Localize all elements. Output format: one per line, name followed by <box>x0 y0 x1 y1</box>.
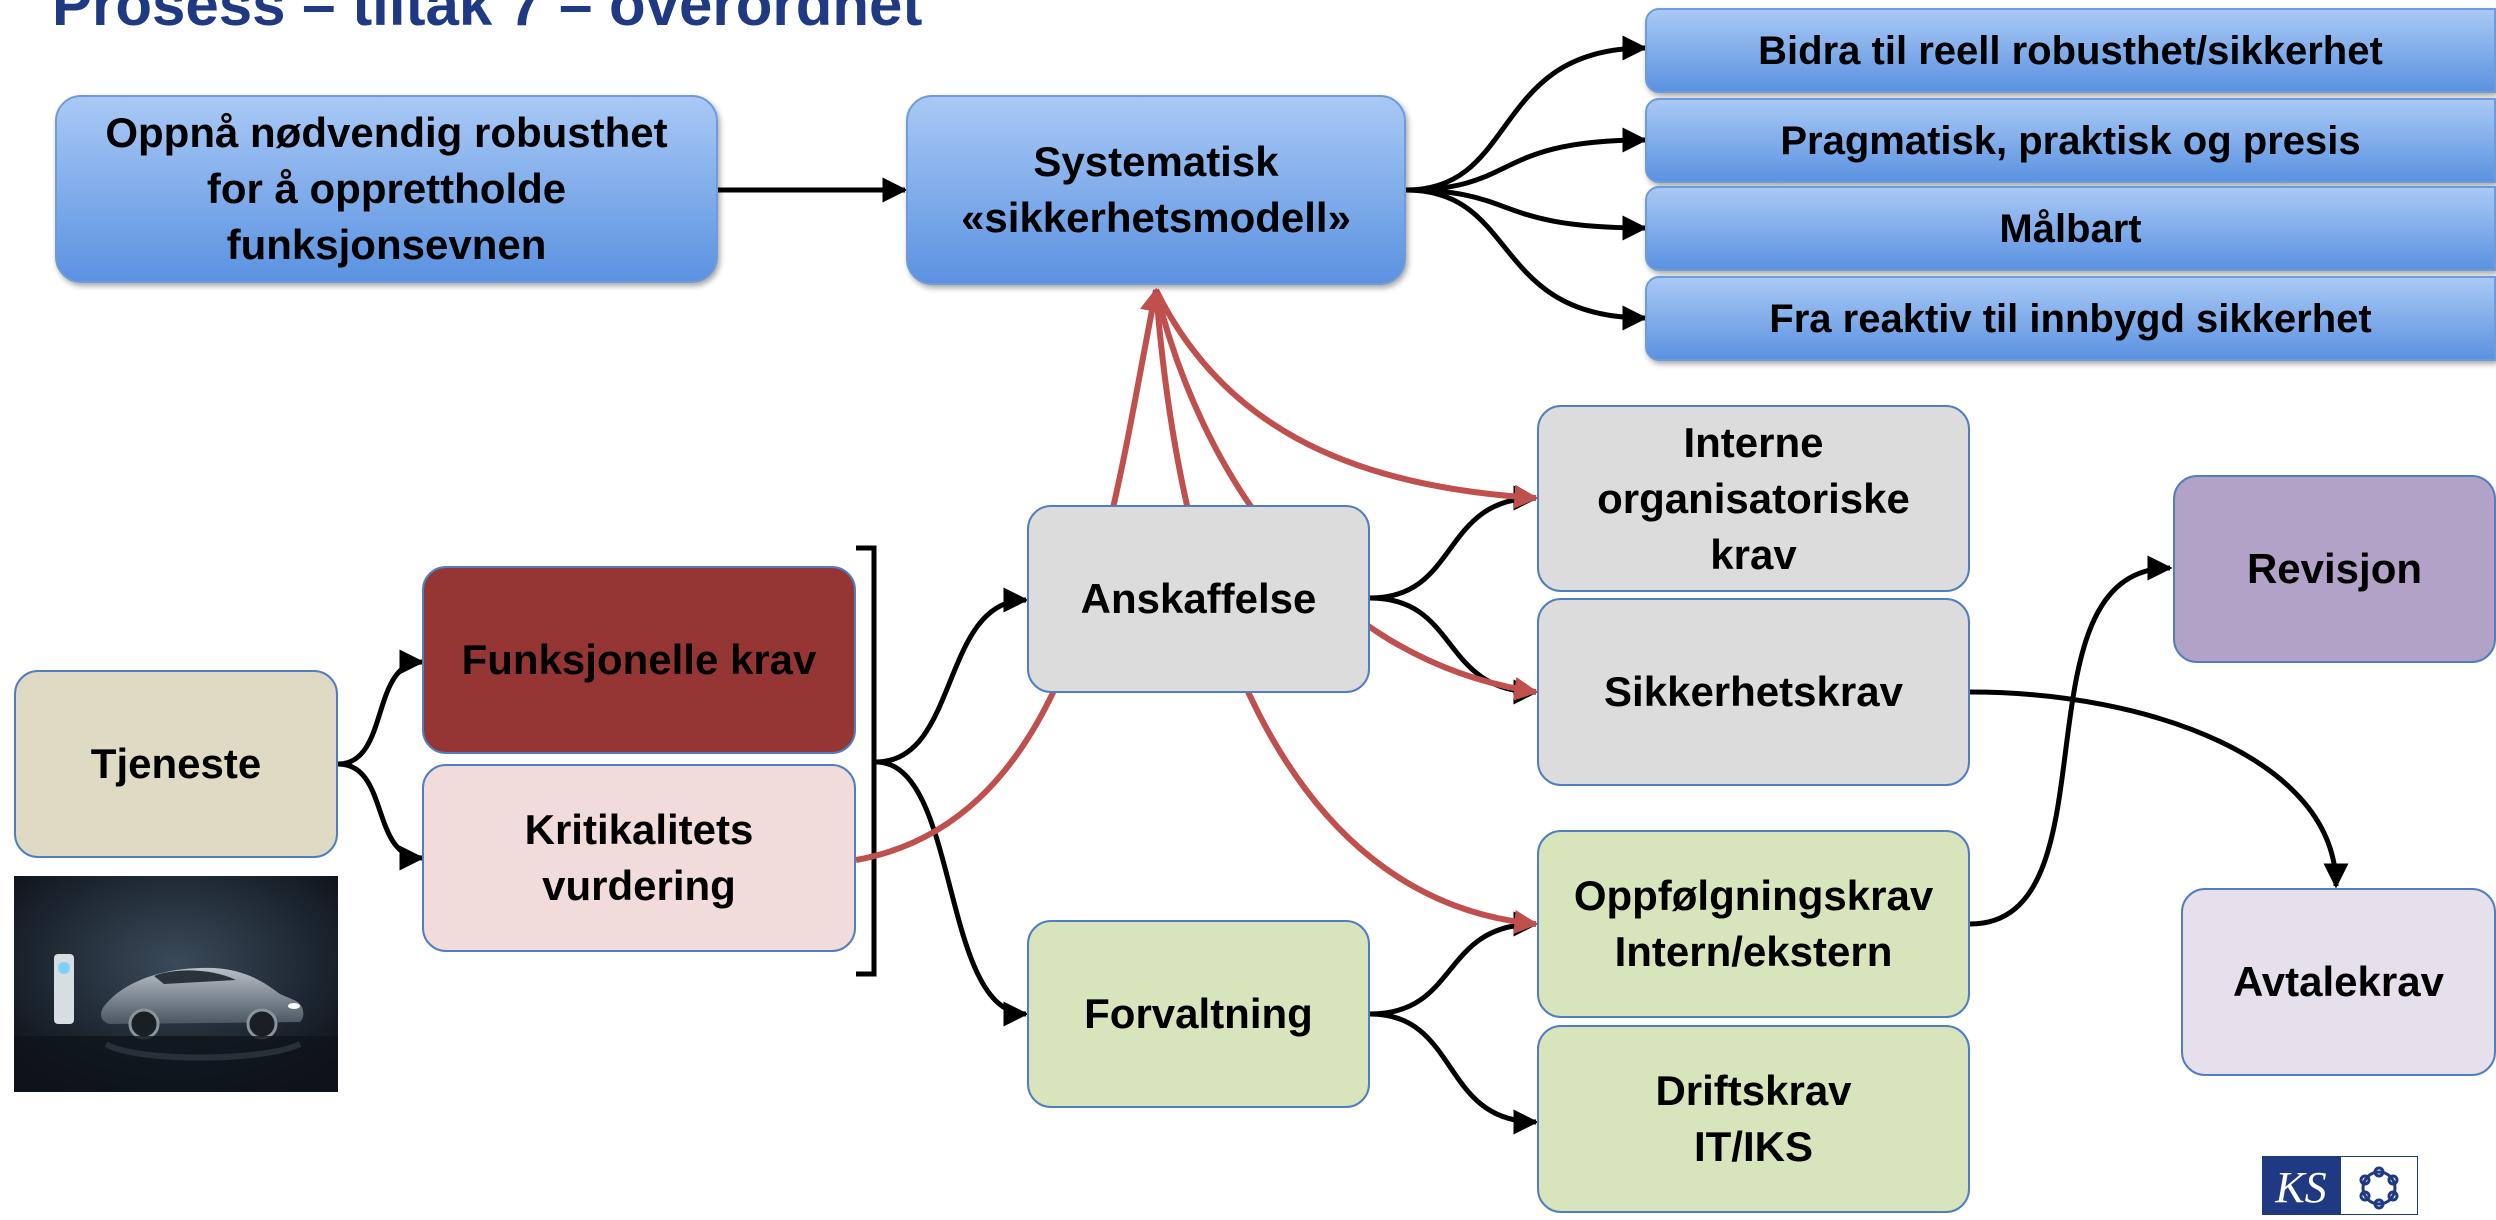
kritikalitet-label: Kritikalitets vurdering <box>524 806 754 909</box>
arrow-to-reaktiv <box>1405 187 1648 331</box>
driftskrav-label: Driftskrav IT/IKS <box>1655 1067 1852 1170</box>
oppfolgning-label: Oppfølgningskrav Intern/ekstern <box>1573 872 1934 975</box>
red-line-systematisk-interne <box>1153 288 1539 509</box>
pragmatisk-box: Pragmatisk, praktisk og presis <box>1645 98 2496 183</box>
arrow-tjeneste-kritikalitet <box>337 761 425 871</box>
systematisk-box: Systematisk «sikkerhetsmodell» <box>906 95 1406 285</box>
arrow-to-bidra <box>1405 35 1648 193</box>
red-line-systematisk-oppfolgning <box>1153 289 1539 934</box>
arrow-bracket-forvaltning <box>875 759 1029 1027</box>
ks-logo: KS <box>2262 1155 2419 1216</box>
kritikalitet-box: Kritikalitets vurdering <box>422 764 856 952</box>
arrow-forvaltning-driftskrav <box>1369 1011 1539 1135</box>
pragmatisk-label: Pragmatisk, praktisk og presis <box>1780 118 2361 163</box>
logo-text: KS <box>2274 1163 2326 1212</box>
sikkerhetskrav-box: Sikkerhetskrav <box>1537 598 1970 786</box>
sikkerhetskrav-label: Sikkerhetskrav <box>1604 668 1903 715</box>
page-title: Prosess – tiltak 7 – overordnet <box>52 0 923 38</box>
bidra-box: Bidra til reell robusthet/sikkerhet <box>1645 8 2496 93</box>
interne-label: Interne organisatoriske krav <box>1597 418 1910 578</box>
arrow-anskaffelse-interne <box>1369 485 1539 601</box>
arrow-oppfolgning-revisjon <box>1969 555 2173 927</box>
malbart-box: Målbart <box>1645 186 2496 271</box>
arrow-bracket-anskaffelse <box>875 587 1029 765</box>
revisjon-label: Revisjon <box>2246 545 2423 592</box>
malbart-label: Målbart <box>1999 206 2142 251</box>
arrow-tjeneste-funksjonelle <box>337 649 425 767</box>
anskaffelse-label: Anskaffelse <box>1080 575 1317 622</box>
reaktiv-label: Fra reaktiv til innbygd sikkerhet <box>1769 296 2372 341</box>
arrow-to-malbart <box>1405 187 1648 241</box>
tjeneste-box: Tjeneste <box>14 670 338 858</box>
arrow-sikkerhetskrav-avtalekrav <box>1969 689 2349 889</box>
reaktiv-box: Fra reaktiv til innbygd sikkerhet <box>1645 276 2496 361</box>
funksjonelle-label: Funksjonelle krav <box>461 636 817 683</box>
forvaltning-label: Forvaltning <box>1084 990 1313 1037</box>
oppna-box: Oppnå nødvendig robusthet for å oppretth… <box>55 95 718 283</box>
avtalekrav-label: Avtalekrav <box>2233 958 2444 1005</box>
anskaffelse-box: Anskaffelse <box>1027 505 1370 693</box>
revisjon-box: Revisjon <box>2173 475 2496 663</box>
car-charging-photo <box>14 876 338 1092</box>
avtalekrav-box: Avtalekrav <box>2181 888 2496 1076</box>
oppfolgning-box: Oppfølgningskrav Intern/ekstern <box>1537 830 1970 1018</box>
arrow-to-pragmatisk <box>1405 127 1648 193</box>
bracket <box>856 545 877 977</box>
systematisk-label: Systematisk «sikkerhetsmodell» <box>961 138 1351 241</box>
oppna-label: Oppnå nødvendig robusthet for å oppretth… <box>105 109 668 268</box>
funksjonelle-box: Funksjonelle krav <box>422 566 856 754</box>
interne-box: Interne organisatoriske krav <box>1537 405 1970 592</box>
arrow-forvaltning-oppfolgning <box>1369 911 1539 1017</box>
tjeneste-label: Tjeneste <box>90 740 262 787</box>
forvaltning-box: Forvaltning <box>1027 920 1370 1108</box>
driftskrav-box: Driftskrav IT/IKS <box>1537 1025 1970 1213</box>
bidra-label: Bidra til reell robusthet/sikkerhet <box>1758 28 2383 73</box>
